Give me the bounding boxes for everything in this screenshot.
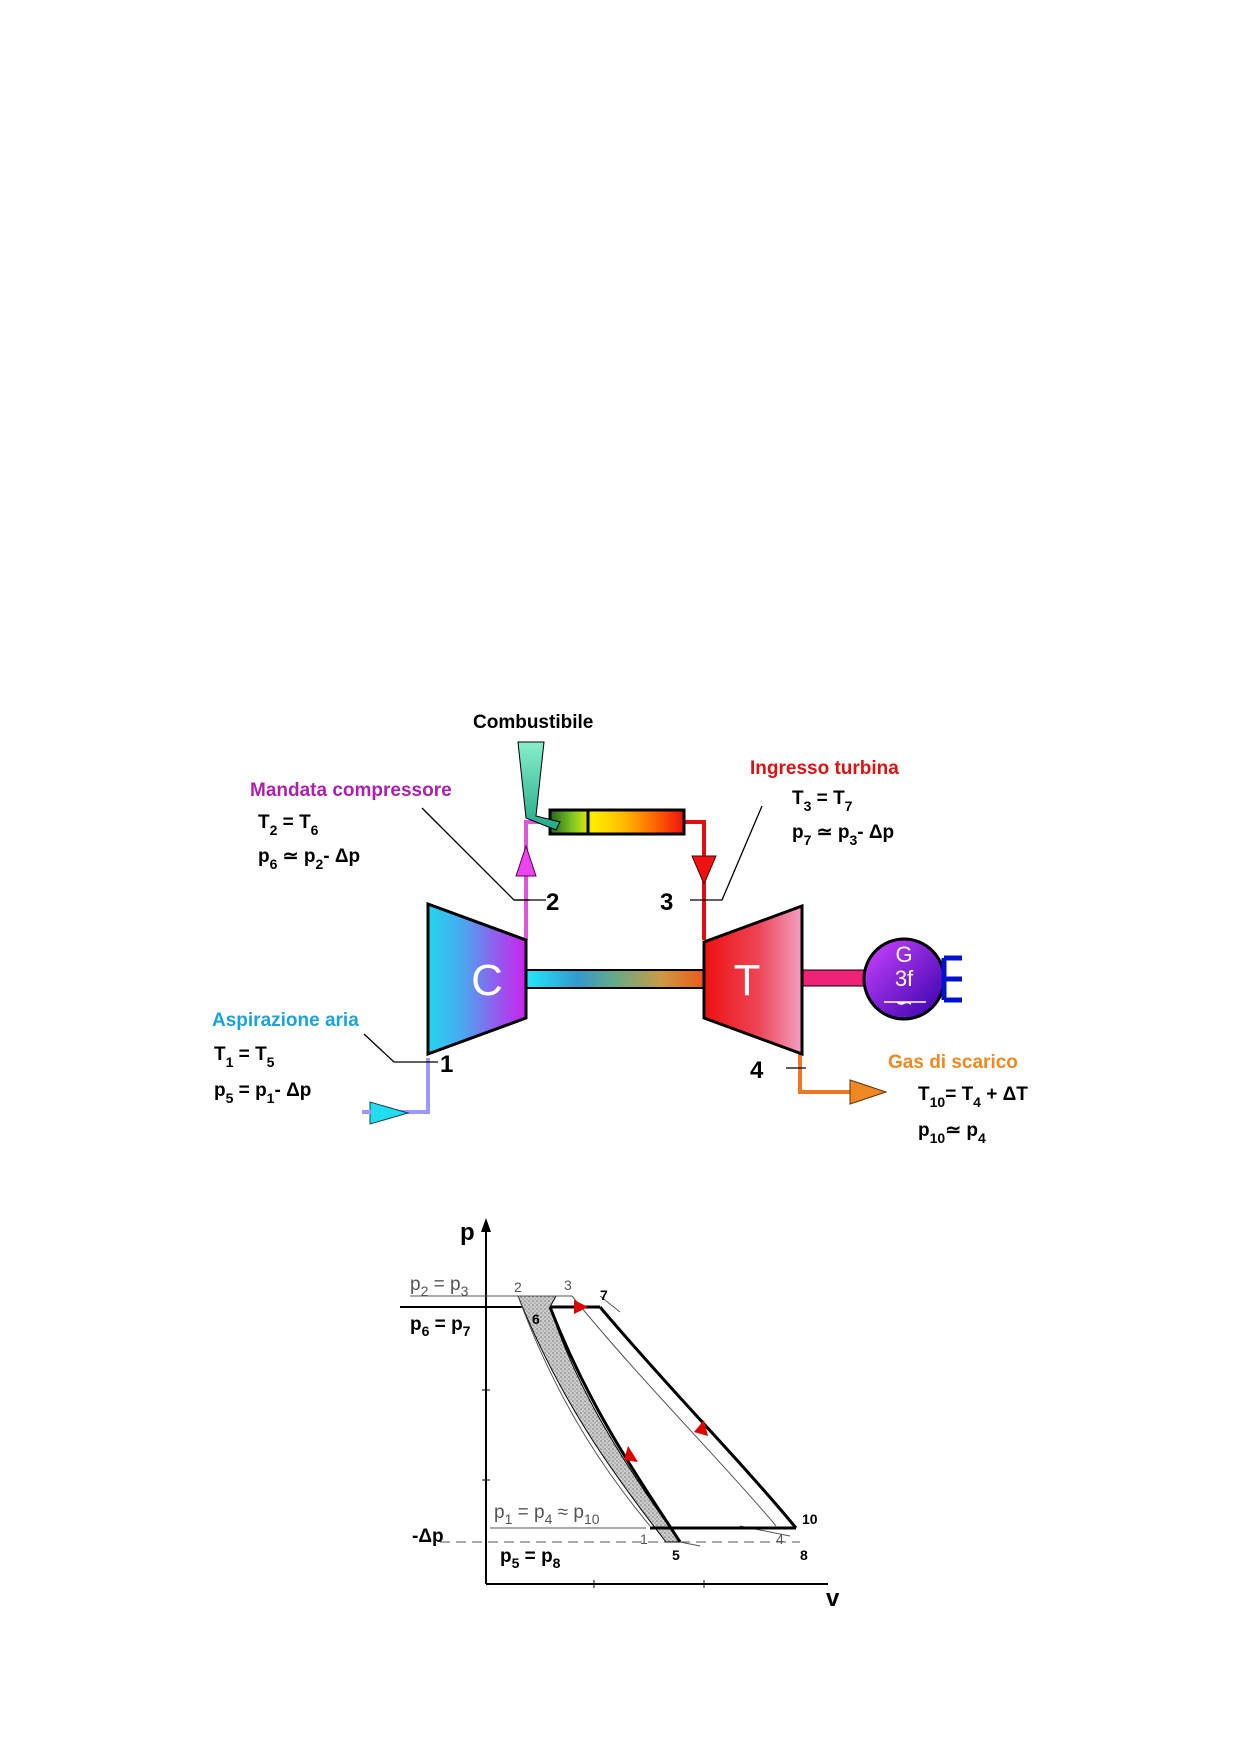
air-inlet-arrow-icon: [369, 1101, 410, 1125]
leader-turbine-inlet: [690, 805, 763, 901]
eq-air-inlet-temp: T1 = T5: [214, 1044, 275, 1070]
eq-exhaust-pressure: p10≃ p4: [918, 1120, 986, 1146]
pv-point-8: 8: [800, 1547, 808, 1563]
turbine: [702, 903, 804, 1057]
pv-axis-x-label: v: [826, 1585, 840, 1612]
pv-label-p2-p3: p2 = p3: [410, 1274, 469, 1299]
station-1: 1: [440, 1051, 453, 1078]
pv-label-p1-p4-p10: p1 = p4 ≈ p10: [494, 1502, 600, 1527]
generator-shaft: [801, 969, 865, 987]
exhaust-title: Gas di scarico: [888, 1052, 1018, 1073]
pv-label-p6-p7: p6 = p7: [410, 1314, 471, 1339]
pv-point-6: 6: [532, 1311, 540, 1327]
compressor: [426, 901, 528, 1057]
turbine-inlet-arrow-icon: [691, 855, 717, 886]
air-inlet-title: Aspirazione aria: [212, 1010, 359, 1031]
exhaust-pipe: [798, 1052, 860, 1094]
pv-point-10: 10: [802, 1511, 818, 1527]
eq-exhaust-temp: T10= T4 + ΔT: [918, 1084, 1028, 1110]
compressor-letter: C: [471, 956, 503, 1005]
turbine-inlet-title: Ingresso turbina: [750, 758, 899, 779]
pv-arrow-expansion-icon: [694, 1420, 708, 1436]
turbine-inlet-pipe: [682, 820, 706, 940]
pv-label-neg-dp: -Δp: [412, 1526, 444, 1547]
eq-compressor-outlet-pressure: p6 ≃ p2- Δp: [258, 846, 360, 872]
pv-point-5: 5: [672, 1547, 680, 1563]
pv-axis-y-label: p: [460, 1219, 475, 1246]
compressor-outlet-pipe: [524, 820, 552, 940]
eq-compressor-outlet-temp: T2 = T6: [258, 812, 319, 838]
leader-air-inlet: [363, 1033, 438, 1063]
combustion-chamber: [548, 808, 686, 836]
fuel-nozzle-icon: [517, 741, 561, 831]
eq-turbine-inlet-pressure: p7 ≃ p3- Δp: [792, 822, 894, 848]
pv-point-3: 3: [564, 1277, 572, 1293]
compressor-outlet-title: Mandata compressore: [250, 780, 452, 801]
eq-air-inlet-pressure: p5 = p1- Δp: [214, 1080, 311, 1106]
turbine-letter: T: [734, 956, 761, 1005]
compressor-outlet-arrow-icon: [515, 844, 537, 877]
pv-arrow-heat-icon: [574, 1300, 588, 1314]
station-3: 3: [660, 889, 673, 916]
pv-point-2: 2: [514, 1279, 522, 1295]
pv-point-7: 7: [600, 1287, 608, 1303]
exhaust-arrow-icon: [849, 1079, 888, 1105]
station-2: 2: [546, 889, 559, 916]
generator-3f: 3f: [895, 966, 914, 991]
pv-y-arrow-icon: [481, 1218, 491, 1232]
pv-point-4: 4: [776, 1531, 784, 1547]
pv-label-p5-p8: p5 = p8: [500, 1546, 561, 1571]
eq-turbine-inlet-temp: T3 = T7: [792, 788, 853, 814]
station-4: 4: [750, 1057, 764, 1084]
pv-arrow-compression-icon: [624, 1446, 638, 1462]
fuel-label: Combustibile: [473, 712, 593, 733]
generator-terminals: [941, 955, 962, 1003]
pv-point-1: 1: [640, 1531, 648, 1547]
generator-g: G: [895, 942, 912, 967]
main-shaft: [521, 969, 709, 989]
pv-diagram: p v 2: [400, 1218, 840, 1612]
